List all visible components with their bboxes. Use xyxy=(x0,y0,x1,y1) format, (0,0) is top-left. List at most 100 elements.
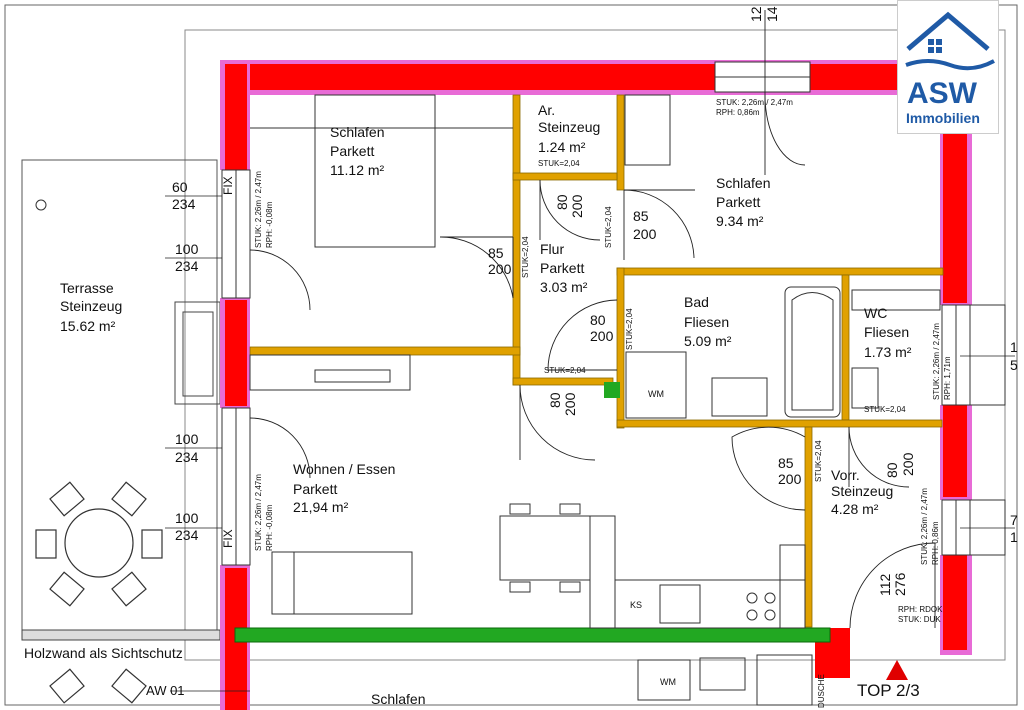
room-vorraum-area: 4.28 m² xyxy=(831,501,879,517)
room-flur-floor: Parkett xyxy=(540,260,585,276)
door-dim-schlafen1-b: 200 xyxy=(488,261,512,277)
window-dim-4b: 234 xyxy=(175,527,199,543)
unit-label: TOP 2/3 xyxy=(857,681,920,700)
window-dim-1a: 60 xyxy=(172,179,188,195)
room-wc-name: WC xyxy=(864,305,888,321)
logo-subtitle: Immobilien xyxy=(906,110,980,126)
right-dim-2b: 1 xyxy=(1010,529,1018,545)
door-dim-wc-a: 80 xyxy=(884,462,900,478)
right-dim-2a: 7 xyxy=(1010,512,1018,528)
room-bad-floor: Fliesen xyxy=(684,314,730,330)
stuk-note-flur2: STUK=2,04 xyxy=(604,206,613,248)
room-schlafen2-floor: Parkett xyxy=(716,194,761,210)
room-wc-area: 1.73 m² xyxy=(864,344,912,360)
room-schlafen1-area: 11.12 m² xyxy=(330,162,385,178)
door-dim-abstell-b: 200 xyxy=(569,194,585,218)
door-dim-entry-b: 276 xyxy=(892,572,908,596)
entrance-marker-icon xyxy=(886,660,908,680)
rph-note-left1: RPH: -0,08m xyxy=(265,201,274,248)
room-terrasse-area: 15.62 m² xyxy=(60,318,116,334)
stuk-note-vorrdoor: STUK=2,04 xyxy=(814,440,823,482)
top-dim-a: 12 xyxy=(748,6,764,22)
partitions xyxy=(249,94,944,628)
stuk-note-bad: STUK=2,04 xyxy=(625,308,634,350)
door-dim-vorr-a: 85 xyxy=(778,455,794,471)
door-dim-schlafen2-b: 200 xyxy=(633,226,657,242)
drain-icon xyxy=(35,199,47,211)
door-dim-wohnen-b: 200 xyxy=(562,392,578,416)
top-dim-b: 14 xyxy=(764,6,780,22)
room-schlafen2-area: 9.34 m² xyxy=(716,213,764,229)
terrace-slab xyxy=(21,159,218,631)
rph-note-top: RPH: 0,86m xyxy=(716,108,760,117)
rph-note-wc: RPH: 1,71m xyxy=(943,356,952,400)
stuk-note-left1: STUK: 2,26m / 2,47m xyxy=(254,171,263,248)
room-wohnen-name: Wohnen / Essen xyxy=(293,461,396,477)
room-flur-area: 3.03 m² xyxy=(540,279,588,295)
concrete-beam xyxy=(234,627,831,643)
stuk-note-vorr: STUK: 2,26m / 2,47m xyxy=(920,488,929,565)
room-abstell-name: Ar. xyxy=(538,102,556,118)
window-dim-3a: 100 xyxy=(175,431,199,447)
window-dim-4a: 100 xyxy=(175,510,199,526)
window-dim-2a: 100 xyxy=(175,241,199,257)
room-bad-name: Bad xyxy=(684,294,709,310)
terrace-planter-inner xyxy=(182,311,214,397)
shaft-marker xyxy=(604,382,620,398)
room-flur-name: Flur xyxy=(540,241,565,257)
stuk-note-top: STUK: 2,26m / 2,47m xyxy=(716,98,793,107)
second-table-icon xyxy=(49,668,147,704)
stuk-note-flur3: STUK=2,04 xyxy=(544,366,586,375)
window-dim-1b: 234 xyxy=(172,196,196,212)
door-dim-vorr-b: 200 xyxy=(778,471,802,487)
fridge-label: KS xyxy=(630,600,643,610)
dining-table-icon xyxy=(35,481,163,607)
right-dim-1a: 1 xyxy=(1010,339,1018,355)
stuk-note-left2: STUK: 2,26m / 2,47m xyxy=(254,474,263,551)
door-dim-bad-b: 200 xyxy=(590,328,614,344)
room-wohnen-area: 21,94 m² xyxy=(293,499,349,515)
door-dim-schlafen2-a: 85 xyxy=(633,208,649,224)
rph-note-entry: RPH: RDOK xyxy=(898,605,943,614)
windows xyxy=(221,61,1006,566)
room-terrasse-floor: Steinzeug xyxy=(60,298,123,314)
dimension-lines xyxy=(165,195,1015,692)
room-schlafen1-floor: Parkett xyxy=(330,143,375,159)
room-schlafen2-name: Schlafen xyxy=(716,175,771,191)
right-dim-1b: 5 xyxy=(1010,357,1018,373)
window-dim-3b: 234 xyxy=(175,449,199,465)
fix-label-1: FIX xyxy=(221,176,235,195)
wall-type-label: AW 01 xyxy=(146,683,185,698)
house-logo-icon xyxy=(905,11,995,71)
privacy-wall xyxy=(21,629,221,641)
room-wc-floor: Fliesen xyxy=(864,324,910,340)
room-vorraum-floor: Steinzeug xyxy=(831,483,894,499)
stuk-note-entry: STUK: DUK xyxy=(898,615,941,624)
door-dim-bad-a: 80 xyxy=(590,312,606,328)
rph-note-left2: RPH: -0,08m xyxy=(265,504,274,551)
shower-label: DUSCHE xyxy=(817,674,826,708)
fix-label-2: FIX xyxy=(221,529,235,548)
room-bad-area: 5.09 m² xyxy=(684,333,732,349)
room-vorraum-name: Vorr. xyxy=(831,467,860,483)
furniture xyxy=(249,94,941,706)
stuk-note-flur1: STUK=2,04 xyxy=(521,236,530,278)
window-dim-2b: 234 xyxy=(175,258,199,274)
company-logo: ASW Immobilien xyxy=(897,0,999,134)
room-abstell-floor: Steinzeug xyxy=(538,119,601,135)
washer-label-2: WM xyxy=(660,677,676,687)
door-dim-schlafen1-a: 85 xyxy=(488,245,504,261)
room-abstell-area: 1.24 m² xyxy=(538,139,586,155)
room-schlafen1-name: Schlafen xyxy=(330,124,385,140)
room-schlafen3-name: Schlafen xyxy=(371,691,426,707)
door-swings xyxy=(249,10,936,629)
privacy-wall-label: Holzwand als Sichtschutz xyxy=(24,645,183,661)
room-wohnen-floor: Parkett xyxy=(293,481,338,497)
stuk-note-wcdoor: STUK=2,04 xyxy=(864,405,906,414)
door-dim-wc-b: 200 xyxy=(900,452,916,476)
room-terrasse-name: Terrasse xyxy=(60,280,114,296)
rph-note-vorr: RPH: 0,86m xyxy=(931,521,940,565)
washer-label-1: WM xyxy=(648,389,664,399)
stuk-abstell: STUK=2,04 xyxy=(538,159,580,168)
